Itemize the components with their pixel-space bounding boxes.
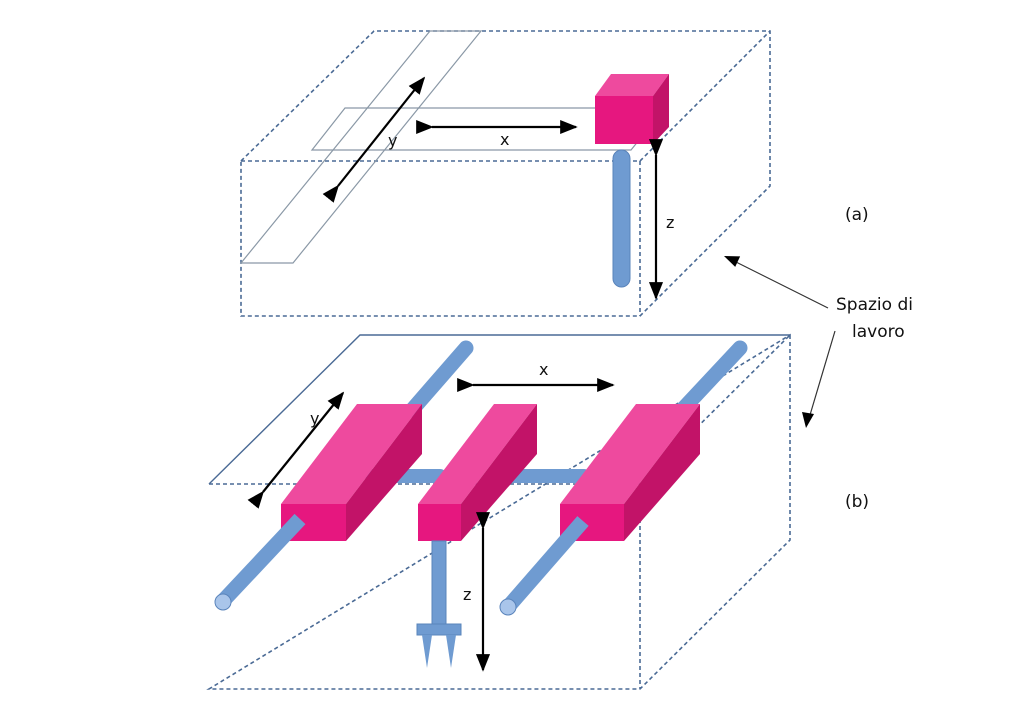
y-rod-right-front — [502, 516, 589, 612]
panel-b-label: (b) — [845, 492, 869, 512]
x-label-a: x — [500, 130, 509, 149]
carriage-left — [281, 404, 422, 541]
gripper — [416, 540, 462, 668]
x-label-b: x — [539, 360, 548, 379]
workspace-callout: Spazio di lavoro — [724, 256, 913, 428]
y-rod-left-front — [217, 513, 306, 607]
z-label-b: z — [463, 585, 471, 604]
callout-line-2: lavoro — [852, 322, 905, 342]
y-rod-left-back — [404, 340, 474, 418]
y-label-a: y — [388, 131, 397, 150]
callout-line-1: Spazio di — [836, 295, 913, 315]
workspace-box-a — [240, 30, 771, 317]
y-label-b: y — [310, 409, 319, 428]
carriage-center — [418, 404, 537, 541]
y-arrow-b — [247, 391, 345, 509]
y-rod-right-back — [674, 340, 748, 418]
panel-a-label: (a) — [845, 205, 869, 225]
z-rod-a — [612, 149, 631, 288]
y-rail — [239, 30, 483, 264]
panel-b: y x z (b) — [206, 333, 869, 690]
tool-head-cube — [595, 74, 669, 144]
z-label-a: z — [666, 213, 674, 232]
panel-a: y x z (a) — [239, 30, 869, 317]
y-arrow-a — [322, 76, 426, 203]
